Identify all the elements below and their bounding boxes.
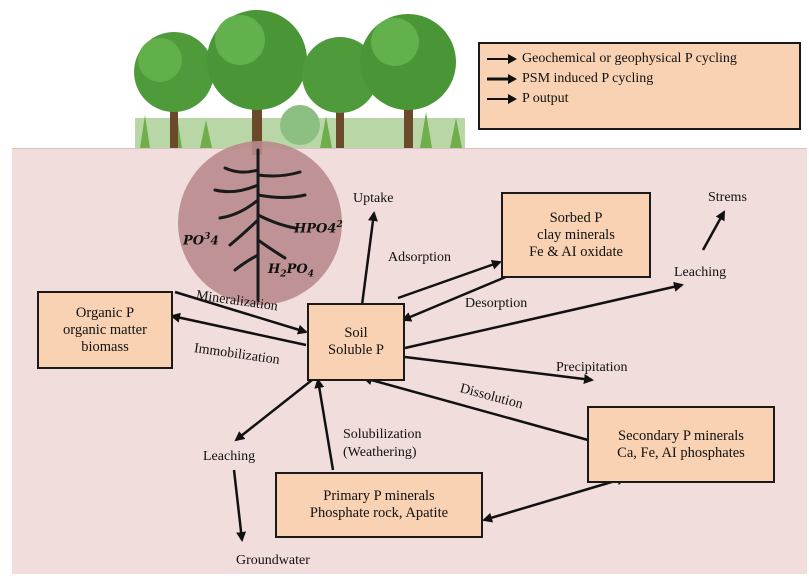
legend-item: P output (486, 90, 569, 108)
desorption-label: Desorption (465, 296, 528, 311)
root-zone (178, 141, 342, 305)
groundwater-arrow (232, 469, 247, 542)
strems-arrow (701, 210, 726, 251)
arrow-icon (487, 74, 517, 84)
uptake-arrow (360, 211, 378, 306)
uptake-label: Uptake (353, 191, 394, 206)
immobilization-arrow (170, 312, 307, 347)
desorption-arrow (401, 274, 509, 322)
leaching-right-label: Leaching (674, 265, 727, 280)
precipitation-label: Precipitation (556, 360, 628, 375)
groundwater-label: Groundwater (236, 553, 310, 568)
solubilization-arrow (314, 378, 335, 471)
leaching-right-arrow (404, 281, 684, 350)
dihydrogen-phosphate-ion-label: H2PO4 (268, 262, 314, 280)
leaching-left-label: Leaching (203, 449, 256, 464)
legend-item: PSM induced P cycling (486, 70, 653, 88)
weathering-label: (Weathering) (343, 445, 417, 460)
legend: Geochemical or geophysical P cycling PSM… (478, 42, 801, 130)
strems-label: Strems (708, 190, 747, 205)
primary-secondary-arrow (482, 475, 627, 523)
phosphate-ion-label: PO34 (183, 232, 219, 249)
dissolution-arrow (362, 375, 589, 442)
primary-p-minerals-box: Primary P minerals Phosphate rock, Apati… (275, 472, 483, 538)
precipitation-arrow (404, 355, 594, 384)
mineralization-arrow (174, 290, 308, 335)
hydrogen-phosphate-ion-label: HPO42 (294, 220, 343, 237)
organic-p-box: Organic P organic matter biomass (37, 291, 173, 369)
legend-item: Geochemical or geophysical P cycling (486, 50, 737, 68)
secondary-p-minerals-box: Secondary P minerals Ca, Fe, AI phosphat… (587, 406, 775, 483)
adsorption-arrow (397, 259, 502, 300)
arrow-icon (487, 94, 517, 104)
leaching-left-arrow (234, 379, 313, 442)
arrow-icon (487, 54, 517, 64)
soil-soluble-p-box: Soil Soluble P (307, 303, 405, 381)
adsorption-label: Adsorption (388, 250, 451, 265)
solubilization-label: Solubilization (343, 427, 422, 442)
sorbed-p-box: Sorbed P clay minerals Fe & AI oxidate (501, 192, 651, 278)
